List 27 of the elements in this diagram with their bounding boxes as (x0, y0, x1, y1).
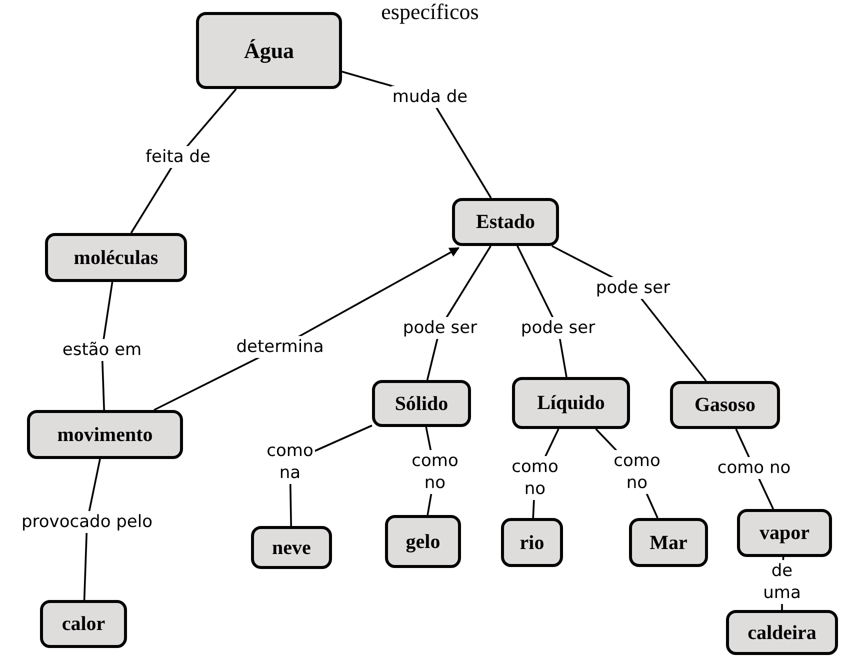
concept-box: rio (501, 518, 563, 567)
edge-label: pode ser (594, 277, 672, 299)
concept-box: Sólido (372, 380, 471, 427)
edge-label: como no (612, 450, 662, 494)
concept-box: caldeira (726, 610, 838, 655)
edge-label: provocado pelo (20, 511, 154, 533)
concept-box: gelo (385, 515, 461, 568)
concept-box: Gasoso (670, 381, 780, 429)
edge-label: determina (235, 336, 325, 358)
edge-label: muda de (391, 86, 469, 108)
concept-box: calor (40, 600, 127, 648)
concept-box: Estado (452, 198, 559, 246)
edge-label: como no (716, 457, 792, 479)
title: específicos (380, 0, 480, 24)
edge-label: como no (510, 456, 560, 500)
concept-box: Líquido (512, 377, 630, 429)
concept-box: vapor (737, 509, 832, 557)
concept-box: neve (251, 526, 332, 569)
edge-label: como no (410, 450, 460, 494)
concept-box: Água (196, 12, 342, 89)
concept-box: movimento (27, 410, 183, 459)
concept-box: Mar (629, 518, 708, 567)
concept-box: moléculas (45, 233, 187, 282)
edge-label: estão em (61, 339, 143, 361)
edge-label: pode ser (520, 317, 596, 339)
edge-label: feita de (144, 146, 212, 168)
edge-label: pode ser (402, 317, 478, 339)
